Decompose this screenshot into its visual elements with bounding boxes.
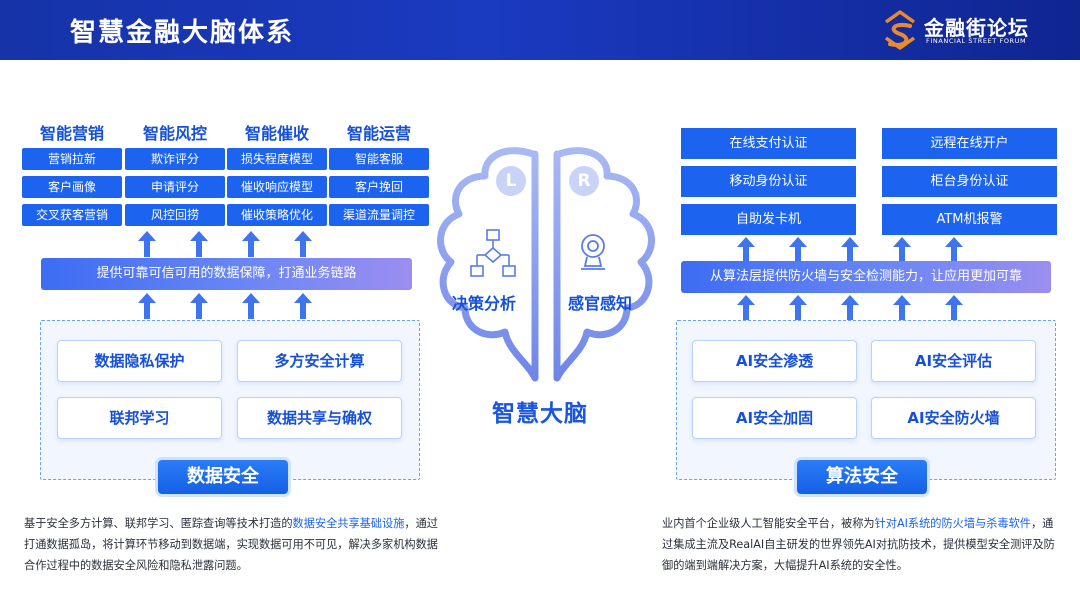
- left-hemisphere-badge: L: [496, 166, 526, 196]
- feature-card: AI安全渗透: [692, 340, 857, 382]
- desc-text: 业内首个企业级人工智能安全平台，被称为: [662, 517, 875, 530]
- category-item: 欺诈评分: [125, 148, 225, 170]
- app-item: 柜台身份认证: [882, 166, 1057, 197]
- app-item: 远程在线开户: [882, 128, 1057, 159]
- feature-card: AI安全加固: [692, 397, 857, 439]
- app-item: 自助发卡机: [681, 204, 856, 235]
- category-item: 申请评分: [125, 176, 225, 198]
- smart-brain-title: 智慧大脑: [492, 401, 588, 427]
- up-arrow-icon: [945, 237, 963, 263]
- up-arrow-icon: [737, 237, 755, 263]
- up-arrow-icon: [294, 293, 312, 319]
- up-arrow-icon: [737, 295, 755, 321]
- up-arrow-icon: [789, 237, 807, 263]
- category-item: 催收策略优化: [227, 204, 327, 226]
- left-description: 基于安全多方计算、联邦学习、匿踪查询等技术打造的数据安全共享基础设施，通过打通数…: [24, 513, 444, 576]
- desc-text: ，通过打通数据孤岛，将计算环节移动到数据端，实现数据可用不可见，解决多家机构数据…: [24, 517, 438, 572]
- brain-illustration: [437, 147, 655, 382]
- up-arrow-icon: [190, 293, 208, 319]
- feature-card: 数据隐私保护: [57, 340, 222, 382]
- app-item: ATM机报警: [882, 204, 1057, 235]
- logo-name: 金融街论坛: [924, 16, 1029, 40]
- logo-subtitle: FINANCIAL STREET FORUM: [926, 37, 1027, 45]
- desc-highlight: 数据安全共享基础设施: [292, 517, 405, 530]
- desc-highlight: 针对AI系统的防火墙与杀毒软件: [874, 517, 1031, 530]
- decision-analysis-label: 决策分析: [452, 294, 517, 313]
- up-arrow-icon: [190, 231, 208, 257]
- category-item: 风控回捞: [125, 204, 225, 226]
- page-title: 智慧金融大脑体系: [70, 18, 295, 48]
- desc-text: 基于安全多方计算、联邦学习、匿踪查询等技术打造的: [24, 517, 293, 530]
- category-title: 智能风控: [142, 124, 207, 143]
- up-arrow-icon: [841, 295, 859, 321]
- category-title: 智能运营: [346, 124, 411, 143]
- up-arrow-icon: [841, 237, 859, 263]
- category-item: 损失程度模型: [227, 148, 327, 170]
- up-arrow-icon: [294, 231, 312, 257]
- forum-logo: 金融街论坛 FINANCIAL STREET FORUM: [880, 8, 1040, 52]
- sensory-perception-label: 感官感知: [568, 294, 633, 313]
- feature-card: 联邦学习: [57, 397, 222, 439]
- category-title: 智能营销: [39, 124, 104, 143]
- app-item: 移动身份认证: [681, 166, 856, 197]
- logo-mark-icon: [884, 10, 916, 50]
- left-banner: 提供可靠可信可用的数据保障，打通业务链路: [41, 258, 412, 290]
- up-arrow-icon: [893, 237, 911, 263]
- up-arrow-icon: [138, 231, 156, 257]
- category-item: 客户画像: [22, 176, 122, 198]
- up-arrow-icon: [789, 295, 807, 321]
- right-description: 业内首个企业级人工智能安全平台，被称为针对AI系统的防火墙与杀毒软件，通过集成主…: [662, 513, 1062, 576]
- category-item: 营销拉新: [22, 148, 122, 170]
- flowchart-icon: [470, 229, 516, 277]
- app-item: 在线支付认证: [681, 128, 856, 159]
- up-arrow-icon: [138, 293, 156, 319]
- right-banner: 从算法层提供防火墙与安全检测能力，让应用更加可靠: [681, 261, 1051, 293]
- up-arrow-icon: [242, 231, 260, 257]
- camera-icon: [581, 234, 605, 270]
- category-item: 客户挽回: [329, 176, 429, 198]
- feature-card: AI安全防火墙: [871, 397, 1036, 439]
- up-arrow-icon: [945, 295, 963, 321]
- category-item: 催收响应模型: [227, 176, 327, 198]
- data-security-label: 数据安全: [158, 460, 288, 494]
- feature-card: 多方安全计算: [237, 340, 402, 382]
- category-title: 智能催收: [244, 124, 309, 143]
- feature-card: 数据共享与确权: [237, 397, 402, 439]
- category-item: 渠道流量调控: [329, 204, 429, 226]
- up-arrow-icon: [893, 295, 911, 321]
- desc-text: ，通过集成主流及RealAI自主研发的世界领先AI对抗防技术，提供模型安全测评及…: [662, 517, 1055, 572]
- algorithm-security-label: 算法安全: [797, 460, 927, 494]
- up-arrow-icon: [242, 293, 260, 319]
- category-item: 智能客服: [329, 148, 429, 170]
- feature-card: AI安全评估: [871, 340, 1036, 382]
- category-item: 交叉获客营销: [22, 204, 122, 226]
- right-hemisphere-badge: R: [569, 166, 599, 196]
- header-bar: 智慧金融大脑体系 金融街论坛 FINANCIAL STREET FORUM: [0, 0, 1080, 60]
